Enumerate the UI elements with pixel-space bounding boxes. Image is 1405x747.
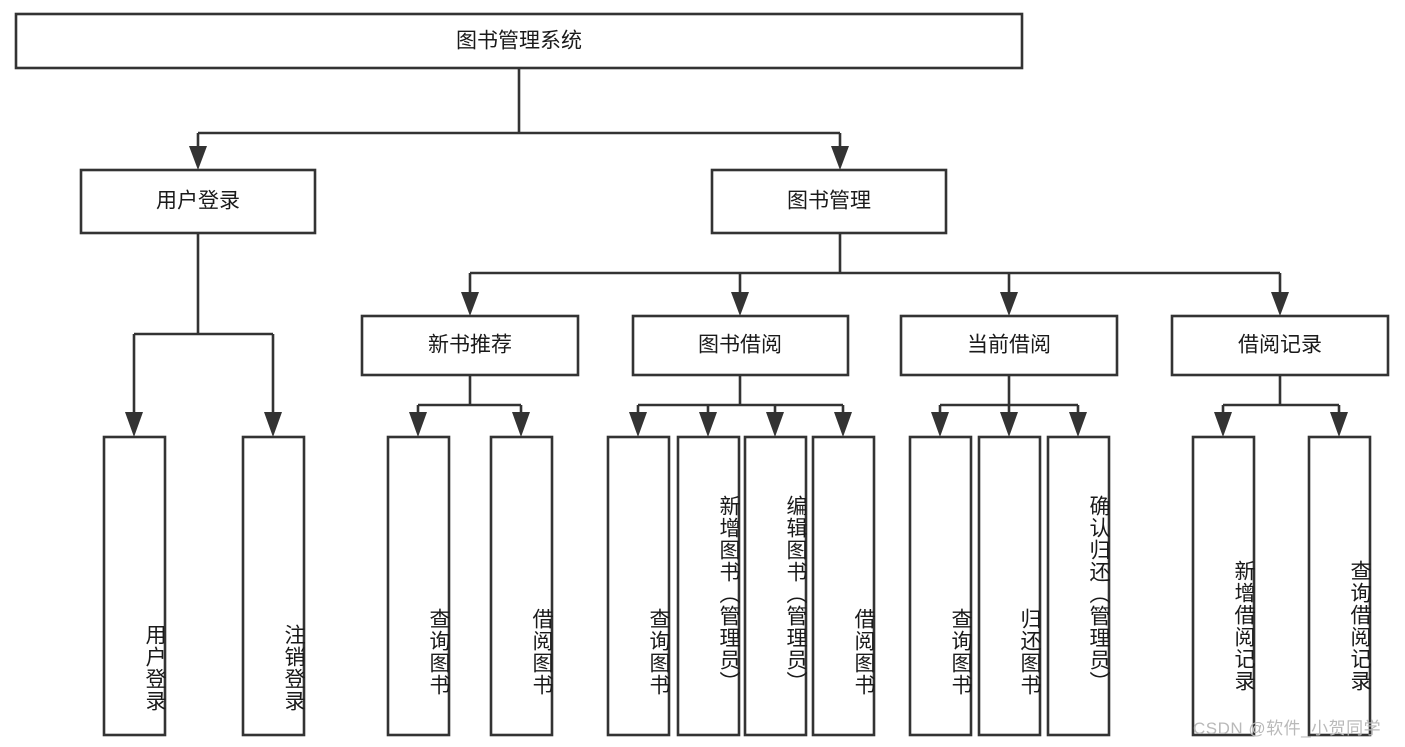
arrow-head-leaf-return-book bbox=[1000, 412, 1018, 437]
arrow-head-borrow-record bbox=[1271, 292, 1289, 316]
arrow-head-leaf-add-book bbox=[699, 412, 717, 437]
arrow-head-leaf-confirm-return bbox=[1069, 412, 1087, 437]
node-box-layer bbox=[14, 12, 1390, 737]
arrow-head-leaf-user-login bbox=[125, 412, 143, 437]
label-borrow-record: 借阅记录 bbox=[1238, 334, 1322, 357]
connector-layer bbox=[125, 68, 1348, 437]
node-leaf-borrow-book-rec[interactable] bbox=[489, 435, 554, 737]
node-leaf-add-borrow-record[interactable] bbox=[1191, 435, 1256, 737]
node-leaf-user-login[interactable] bbox=[102, 435, 167, 737]
arrow-head-new-book-rec bbox=[461, 292, 479, 316]
label-book-management: 图书管理 bbox=[787, 190, 871, 213]
arrow-head-leaf-add-record bbox=[1214, 412, 1232, 437]
watermark-text: CSDN @软件_小贺同学 bbox=[1193, 719, 1382, 738]
arrow-head-leaf-query-book-2 bbox=[629, 412, 647, 437]
arrow-head-book-borrow bbox=[731, 292, 749, 316]
arrow-head-leaf-edit-book bbox=[766, 412, 784, 437]
label-current-borrow: 当前借阅 bbox=[967, 334, 1051, 357]
arrow-head-leaf-borrow-book-2 bbox=[834, 412, 852, 437]
node-leaf-query-book-current[interactable] bbox=[908, 435, 973, 737]
label-book-borrow: 图书借阅 bbox=[698, 334, 782, 357]
label-new-book-recommend: 新书推荐 bbox=[428, 334, 512, 357]
node-leaf-query-book-rec[interactable] bbox=[386, 435, 451, 737]
node-leaf-add-book[interactable] bbox=[676, 435, 741, 737]
node-user-login[interactable] bbox=[79, 168, 317, 235]
node-new-book-recommend[interactable] bbox=[360, 314, 580, 377]
node-current-borrow[interactable] bbox=[899, 314, 1119, 377]
label-root: 图书管理系统 bbox=[456, 30, 582, 53]
node-leaf-query-borrow-record[interactable] bbox=[1307, 435, 1372, 737]
node-leaf-logout[interactable] bbox=[241, 435, 306, 737]
arrow-head-leaf-borrow-book-1 bbox=[512, 412, 530, 437]
node-leaf-return-book[interactable] bbox=[977, 435, 1042, 737]
label-user-login: 用户登录 bbox=[156, 190, 240, 213]
node-leaf-edit-book[interactable] bbox=[743, 435, 808, 737]
node-book-borrow[interactable] bbox=[631, 314, 850, 377]
arrow-head-leaf-query-book-1 bbox=[409, 412, 427, 437]
node-leaf-confirm-return[interactable] bbox=[1046, 435, 1111, 737]
arrow-head-leaf-logout bbox=[264, 412, 282, 437]
horizontal-label-layer: 图书管理系统 用户登录 图书管理 新书推荐 图书借阅 当前借阅 借阅记录 bbox=[156, 30, 1322, 357]
arrow-head-user-login bbox=[189, 146, 207, 170]
node-leaf-query-book-borrow[interactable] bbox=[606, 435, 671, 737]
node-book-management[interactable] bbox=[710, 168, 948, 235]
node-leaf-borrow-book[interactable] bbox=[811, 435, 876, 737]
arrow-head-book-mgmt bbox=[831, 146, 849, 170]
arrow-head-current-borrow bbox=[1000, 292, 1018, 316]
arrow-head-leaf-query-record bbox=[1330, 412, 1348, 437]
arrow-head-leaf-query-book-3 bbox=[931, 412, 949, 437]
node-root[interactable] bbox=[14, 12, 1024, 70]
node-borrow-record[interactable] bbox=[1170, 314, 1390, 377]
